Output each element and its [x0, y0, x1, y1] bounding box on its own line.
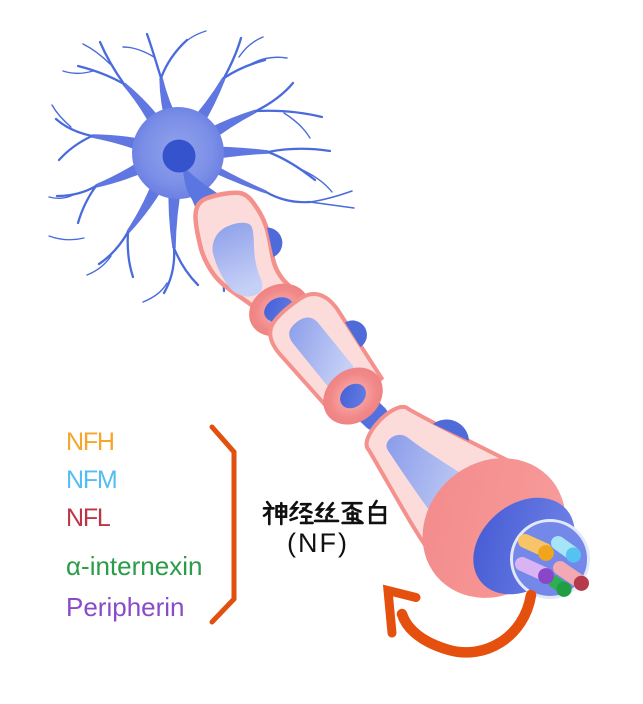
svg-text:NFM: NFM: [66, 466, 117, 494]
svg-text:Peripherin: Peripherin: [66, 592, 185, 622]
svg-text:NFH: NFH: [66, 428, 114, 456]
svg-text:α-internexin: α-internexin: [66, 551, 202, 581]
svg-text:NFL: NFL: [66, 504, 111, 532]
svg-text:(NF): (NF): [287, 528, 349, 558]
